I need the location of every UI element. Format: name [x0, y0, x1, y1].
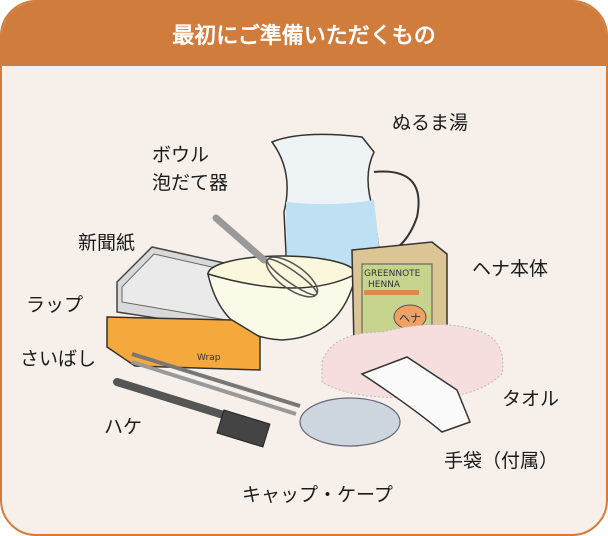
henna-brand-line1: GREENNOTE: [364, 269, 421, 279]
label-towel: タオル: [502, 388, 560, 410]
label-whisk: 泡だて器: [152, 172, 229, 194]
cap-illustration: [299, 397, 401, 447]
bowl-illustration: [206, 255, 358, 341]
wrap-illustration: Wrap: [106, 316, 261, 371]
label-chopsticks: さいばし: [20, 348, 97, 370]
label-wrap: ラップ: [26, 294, 84, 316]
henna-box-illustration: GREENNOTE HENNA ヘナ: [351, 241, 448, 348]
label-lukewarm-water: ぬるま湯: [392, 112, 469, 134]
label-newspaper: 新聞紙: [78, 232, 136, 254]
henna-brand-line2: HENNA: [368, 280, 401, 290]
henna-box-label: ヘナ: [399, 312, 421, 325]
label-gloves: 手袋（付属）: [444, 450, 559, 472]
label-cap-cape: キャップ・ケープ: [242, 484, 393, 506]
label-bowl: ボウル: [152, 144, 210, 166]
label-brush: ハケ: [104, 416, 143, 438]
wrap-text: Wrap: [197, 353, 221, 363]
label-henna: ヘナ本体: [472, 258, 549, 280]
brush-illustration: [113, 378, 271, 448]
chopsticks-illustration: [131, 352, 301, 416]
card-title: 最初にご準備いただくもの: [2, 2, 606, 66]
gloves-illustration: [360, 356, 471, 433]
whisk-illustration: [212, 214, 319, 298]
